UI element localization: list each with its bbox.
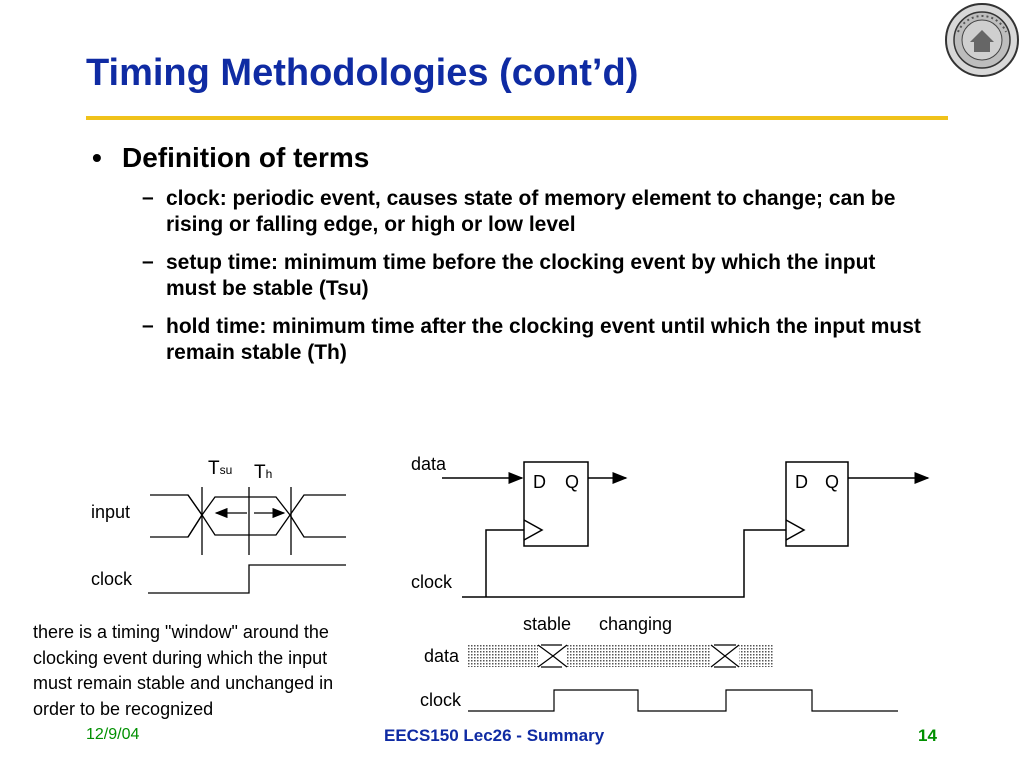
- circuit-clock-label: clock: [411, 572, 453, 592]
- input-label: input: [91, 502, 131, 522]
- waveform-clock-label: clock: [420, 690, 462, 710]
- th-label: Th: [254, 462, 273, 483]
- changing-region: [468, 645, 538, 667]
- tsu-label: Tsu: [208, 458, 233, 479]
- slide-title: Timing Methodologies (cont’d): [86, 52, 639, 94]
- ff1-q-label: Q: [565, 472, 580, 492]
- changing-region: [567, 645, 711, 667]
- flip-flop-1: [523, 461, 589, 547]
- dash-marker: –: [142, 250, 154, 273]
- changing-region: [739, 645, 773, 667]
- footer-course: EECS150 Lec26 - Summary: [384, 726, 605, 745]
- waveform-data-label: data: [424, 646, 460, 666]
- clock-wire-ff2: [462, 529, 786, 598]
- changing-label: changing: [599, 614, 673, 634]
- bullet-heading: Definition of terms: [122, 142, 370, 173]
- title-underline: [86, 116, 948, 120]
- clock-wire-ff1: [485, 529, 524, 597]
- dash-marker: –: [142, 314, 154, 337]
- ff2-clock-triangle: [785, 519, 806, 541]
- input-waveform: [150, 494, 346, 538]
- bullet-marker: •: [92, 142, 102, 173]
- flip-flop-2: [785, 461, 849, 547]
- ff2-d-label: D: [795, 472, 808, 492]
- footer-page-number: 14: [918, 726, 937, 745]
- university-seal-logo: [945, 3, 1019, 77]
- definition-setup-time: setup time: minimum time before the cloc…: [166, 251, 876, 300]
- ff1-d-label: D: [533, 472, 546, 492]
- setup-hold-timing-diagram: [148, 487, 346, 594]
- clock-label: clock: [91, 569, 133, 589]
- dash-marker: –: [142, 186, 154, 209]
- clock-signal: [468, 689, 898, 712]
- footer-date: 12/9/04: [86, 726, 140, 743]
- flip-flop-circuit: [442, 461, 930, 598]
- timing-window-caption: there is a timing "window" around the cl…: [33, 622, 334, 719]
- ff1-clock-triangle: [523, 519, 544, 541]
- definition-hold-time: hold time: minimum time after the clocki…: [166, 315, 921, 364]
- circuit-data-label: data: [411, 454, 447, 474]
- stable-label: stable: [523, 614, 572, 634]
- ff2-q-label: Q: [825, 472, 840, 492]
- data-clock-waveform: [468, 644, 898, 712]
- clock-waveform: [148, 564, 346, 594]
- definition-clock: clock: periodic event, causes state of m…: [166, 187, 896, 236]
